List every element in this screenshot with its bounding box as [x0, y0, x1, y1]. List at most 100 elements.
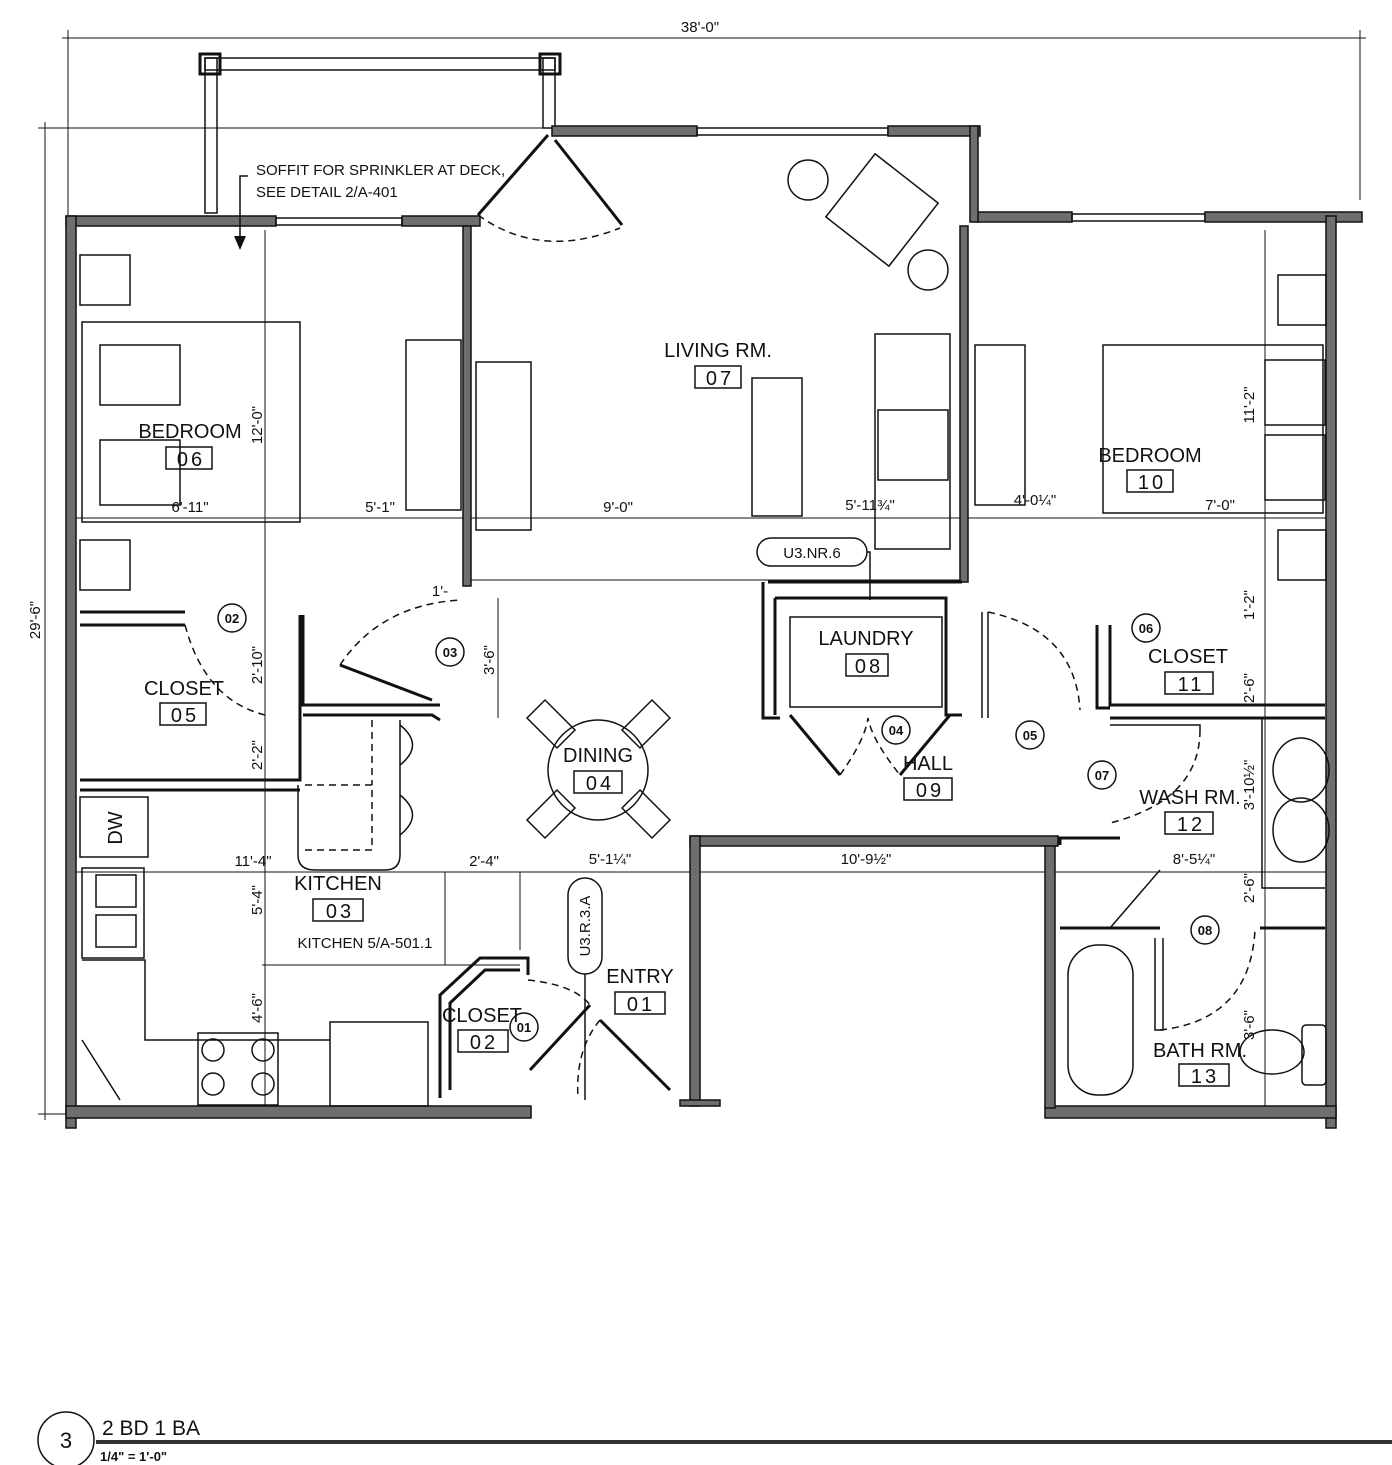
room-closet-02: CLOSET 02 [442, 1005, 522, 1054]
dimensions-horizontal-10: 8'-5¼" [1173, 851, 1215, 868]
rooms-5-name: HALL [903, 753, 953, 775]
room-bedroom-10: BEDROOM 10 [1098, 445, 1201, 494]
rooms-6-number: 11 [1178, 674, 1205, 696]
dimensions-vertical-1: 11'-2" [1241, 386, 1258, 423]
door-tag: 08 [1190, 915, 1220, 945]
room-closet-05: CLOSET 05 [144, 678, 224, 727]
rooms-7-number: 12 [1177, 814, 1205, 836]
dimensions-vertical-6: 4'-6" [249, 993, 266, 1023]
dimensions-overall_width: 38'-0" [681, 19, 719, 36]
dimension-labels: 38'-0" 29'-6" 6'-11" 5'-1" 9'-0" 5'-11¾"… [27, 19, 1258, 1040]
rooms-5-number: 09 [916, 780, 944, 802]
dimensions-horizontal-3: 5'-11¾" [845, 497, 895, 514]
dimensions-vertical-11: 3'-6" [1241, 1010, 1258, 1040]
rooms-1-number: 06 [177, 449, 205, 471]
rooms-2-name: BEDROOM [1098, 445, 1201, 467]
notes: SOFFIT FOR SPRINKLER AT DECK, SEE DETAIL… [105, 162, 871, 1100]
room-bath-rm: BATH RM. 13 [1153, 1040, 1247, 1088]
room-hall: HALL 09 [903, 753, 953, 802]
dimensions-vertical-0: 12'-0" [249, 406, 266, 444]
rooms-9-name: KITCHEN [294, 873, 382, 895]
title_block-number: 3 [60, 1428, 72, 1453]
notes-kitchen_ref: KITCHEN 5/A-501.1 [297, 935, 432, 952]
dimensions-horizontal-6: 11'-4" [234, 853, 271, 870]
notes-tag_nr: U3.NR.6 [783, 545, 841, 562]
door-tag: 06 [1131, 613, 1161, 643]
dimensions-horizontal-5: 7'-0" [1205, 497, 1235, 514]
walls [65, 125, 1363, 1129]
room-bedroom-06: BEDROOM 06 [138, 421, 241, 471]
room-laundry: LAUNDRY 08 [818, 628, 913, 678]
door_tags-0: 02 [225, 611, 239, 626]
door_tags-3: 05 [1023, 728, 1037, 743]
rooms-2-number: 10 [1138, 472, 1166, 494]
dimensions-overall_depth: 29'-6" [27, 601, 44, 639]
rooms-3-number: 05 [171, 705, 199, 727]
rooms-0-name: LIVING RM. [664, 340, 772, 362]
door-tag: 03 [435, 637, 465, 667]
door-tag: 07 [1087, 760, 1117, 790]
rooms-1-name: BEDROOM [138, 421, 241, 443]
door_tags-4: 06 [1139, 621, 1153, 636]
dimensions-horizontal-0: 6'-11" [171, 499, 208, 516]
dimensions-vertical-2: 2'-10" [249, 646, 266, 684]
door_tags-5: 07 [1095, 768, 1109, 783]
rooms-9-number: 03 [326, 901, 354, 923]
door_tags-2: 04 [889, 723, 904, 738]
rooms-8-name: DINING [563, 745, 633, 767]
notes-tag_r: U3.R.3.A [577, 896, 594, 957]
door-tag: 02 [217, 603, 247, 633]
dimensions-vertical-3: 2'-2" [249, 740, 266, 770]
deck [198, 52, 562, 214]
title_block-title: 2 BD 1 BA [102, 1417, 200, 1440]
dimensions-vertical-7: 1'-2" [1241, 590, 1258, 620]
room-wash-rm: WASH RM. 12 [1139, 787, 1240, 836]
room-kitchen: KITCHEN 03 [294, 873, 382, 923]
door-tags: 02 03 04 05 06 07 08 01 [217, 603, 1220, 1042]
door-tag: 01 [509, 1012, 539, 1042]
rooms-11-name: ENTRY [606, 966, 673, 988]
dimensions-horizontal-2: 9'-0" [603, 499, 633, 516]
room-living: LIVING RM. 07 [664, 340, 772, 390]
rooms-10-number: 02 [470, 1032, 498, 1054]
arrow-icon [234, 236, 246, 250]
rooms-11-number: 01 [627, 994, 655, 1016]
dimensions-horizontal-11: 1'- [432, 583, 448, 600]
furniture [79, 152, 1330, 1107]
door_tags-1: 03 [443, 645, 457, 660]
dimensions-vertical-9: 3'-10½" [1241, 760, 1258, 811]
title-block: 3 2 BD 1 BA 1/4" = 1'-0" [37, 1411, 1392, 1465]
rooms-12-number: 13 [1191, 1066, 1219, 1088]
notes-soffit_line2: SEE DETAIL 2/A-401 [256, 184, 398, 201]
dimensions-horizontal-9: 10'-9½" [841, 851, 892, 868]
rooms-6-name: CLOSET [1148, 646, 1228, 668]
door_tags-7: 01 [517, 1020, 531, 1035]
dimensions-vertical-4: 3'-6" [481, 645, 498, 675]
rooms-12-name: BATH RM. [1153, 1040, 1247, 1062]
notes-soffit_line1: SOFFIT FOR SPRINKLER AT DECK, [256, 162, 505, 179]
dimensions-horizontal-4: 4'-0¼" [1014, 492, 1056, 509]
dimensions-vertical-8: 2'-6" [1241, 673, 1258, 703]
rooms-4-name: LAUNDRY [818, 628, 913, 650]
rooms-0-number: 07 [706, 368, 734, 390]
rooms-8-number: 04 [586, 773, 614, 795]
notes-dishwasher: DW [105, 811, 127, 844]
room-closet-11: CLOSET 11 [1148, 646, 1228, 696]
rooms-10-name: CLOSET [442, 1005, 522, 1027]
dimensions-vertical-5: 5'-4" [249, 885, 266, 915]
rooms-4-number: 08 [855, 656, 883, 678]
dimensions-horizontal-8: 5'-1¼" [589, 851, 631, 868]
door-tag: 04 [881, 715, 911, 745]
dimensions-horizontal-7: 2'-4" [469, 853, 499, 870]
rooms-3-name: CLOSET [144, 678, 224, 700]
room-dining: DINING 04 [563, 745, 633, 795]
title_block-scale: 1/4" = 1'-0" [100, 1449, 167, 1464]
dimensions-vertical-10: 2'-6" [1241, 873, 1258, 903]
doors [184, 134, 1256, 1099]
room-entry: ENTRY 01 [606, 966, 673, 1016]
dimensions-horizontal-1: 5'-1" [365, 499, 395, 516]
rooms-7-name: WASH RM. [1139, 787, 1240, 809]
door_tags-6: 08 [1198, 923, 1212, 938]
